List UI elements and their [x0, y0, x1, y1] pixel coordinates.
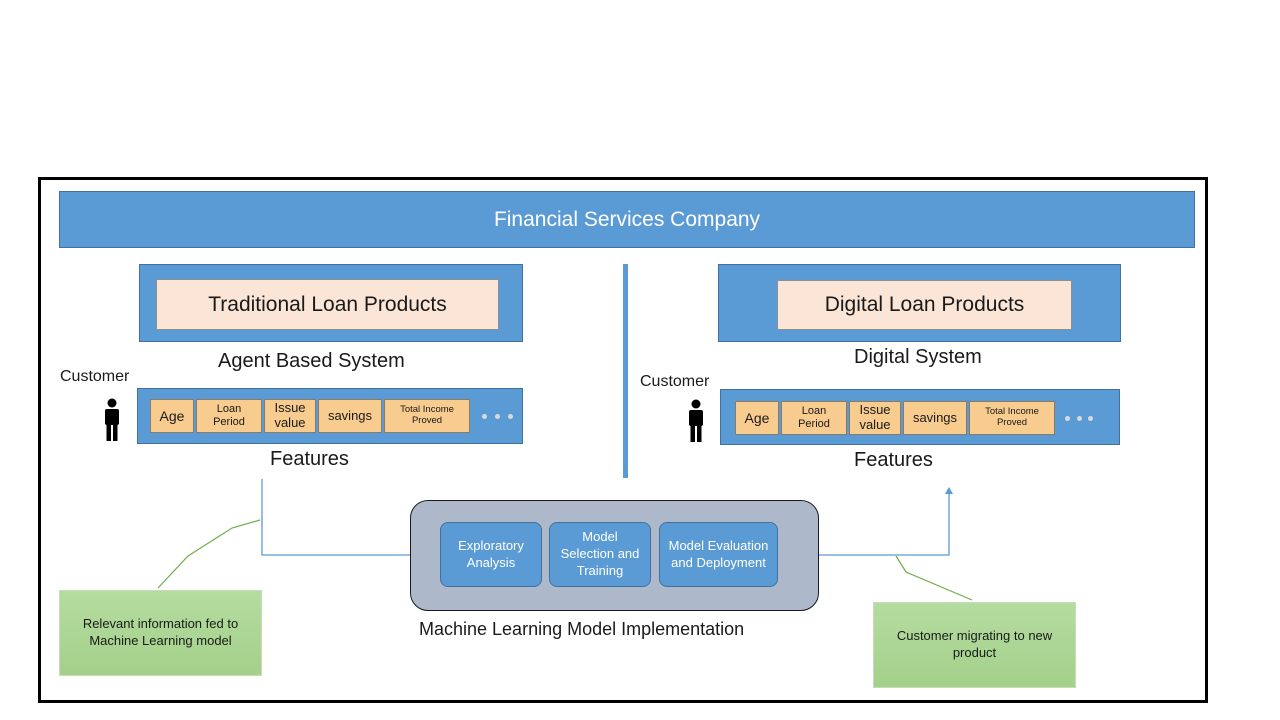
company-banner: Financial Services Company — [59, 191, 1195, 248]
ellipsis-dot — [482, 414, 487, 419]
ellipsis-dot — [1065, 416, 1070, 421]
step-model-evaluation: Model Evaluation and Deployment — [659, 522, 778, 587]
feature-cell-total-income: Total Income Proved — [384, 399, 470, 433]
flow-arrow-left — [261, 479, 439, 559]
diagram-frame — [38, 177, 1208, 703]
callout-line-left — [157, 519, 261, 589]
step-exploratory-analysis: Exploratory Analysis — [440, 522, 542, 587]
note-relevant-information: Relevant information fed to Machine Lear… — [59, 590, 262, 676]
traditional-loan-products: Traditional Loan Products — [156, 279, 499, 330]
feature-cell-total-income: Total Income Proved — [969, 401, 1055, 435]
ellipsis-dot — [1088, 416, 1093, 421]
callout-line-right — [895, 555, 973, 601]
customer-label-right: Customer — [640, 373, 710, 390]
feature-cell-savings: savings — [318, 399, 382, 433]
vertical-divider — [623, 264, 628, 478]
digital-loan-products: Digital Loan Products — [777, 280, 1072, 330]
ml-implementation-title: Machine Learning Model Implementation — [419, 619, 745, 639]
flow-arrow-right — [778, 487, 953, 556]
features-bar-left: Age Loan Period Issue value savings Tota… — [137, 388, 523, 444]
person-icon-right — [689, 399, 703, 442]
feature-cell-age: Age — [735, 401, 779, 435]
feature-cell-loan-period: Loan Period — [781, 401, 847, 435]
feature-cell-savings: savings — [903, 401, 967, 435]
feature-cell-issue-value: Issue value — [849, 401, 901, 435]
customer-label-left: Customer — [60, 368, 130, 385]
feature-cell-issue-value: Issue value — [264, 399, 316, 433]
step-model-selection: Model Selection and Training — [549, 522, 651, 587]
ellipsis-dot — [508, 414, 513, 419]
ellipsis-dot — [1077, 416, 1082, 421]
ellipsis-dot — [495, 414, 500, 419]
features-bar-right: Age Loan Period Issue value savings Tota… — [720, 389, 1120, 445]
feature-cell-loan-period: Loan Period — [196, 399, 262, 433]
person-icon-left — [105, 398, 119, 441]
digital-system-label: Digital System — [854, 346, 982, 368]
features-label-left: Features — [270, 448, 349, 470]
features-label-right: Features — [854, 449, 933, 471]
feature-cell-age: Age — [150, 399, 194, 433]
agent-based-system-label: Agent Based System — [218, 350, 405, 372]
note-customer-migrating: Customer migrating to new product — [873, 602, 1076, 688]
